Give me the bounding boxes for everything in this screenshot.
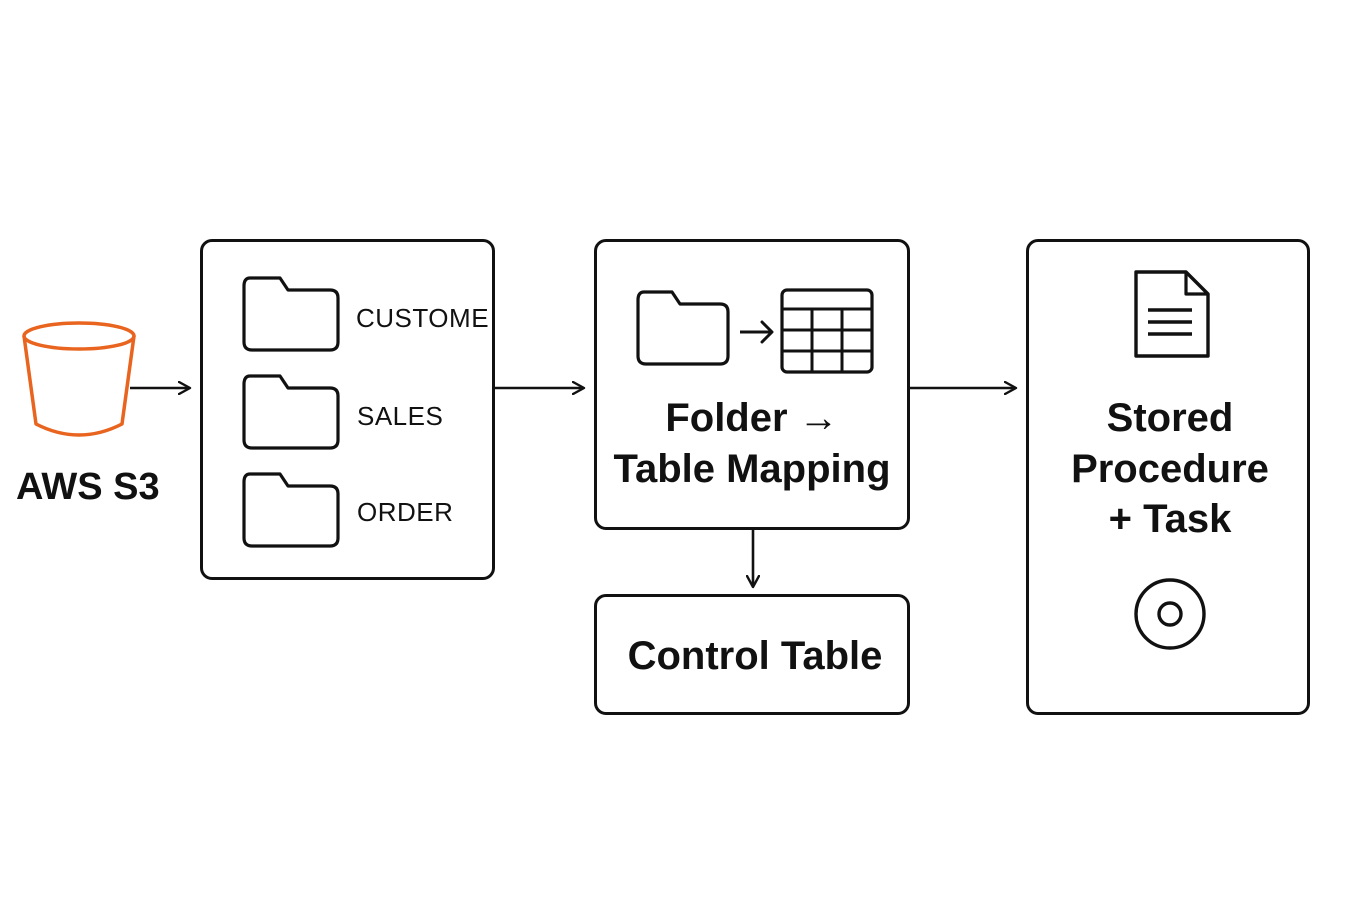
- mapping-box: [594, 239, 910, 530]
- procedure-box: [1026, 239, 1310, 715]
- folder-icon[interactable]: [242, 472, 340, 548]
- folder-label-sales: SALES: [357, 401, 444, 431]
- document-icon: [1134, 270, 1210, 358]
- procedure-title-line2: Procedure: [1071, 447, 1269, 491]
- mapping-title-line2: Table Mapping: [613, 447, 891, 491]
- control-table-box: [594, 594, 910, 715]
- folder-icon: [636, 290, 730, 366]
- folder-label-customer: CUSTOME: [356, 303, 490, 333]
- control-table-label: Control Table: [627, 634, 883, 678]
- folder-icon[interactable]: [242, 374, 340, 450]
- procedure-title-line3: + Task: [1108, 497, 1232, 541]
- mapping-title-line1: Folder →: [665, 396, 839, 440]
- procedure-title-line1: Stored: [1106, 396, 1234, 440]
- folder-icon[interactable]: [242, 276, 340, 352]
- folder-label-order: ORDER: [357, 497, 454, 527]
- s3-bucket-icon: [22, 321, 136, 437]
- disc-icon: [1134, 578, 1206, 650]
- table-grid-icon: [780, 288, 874, 374]
- folders-box: [200, 239, 495, 580]
- arrow-right-icon: [740, 320, 774, 344]
- s3-label: AWS S3: [16, 466, 160, 508]
